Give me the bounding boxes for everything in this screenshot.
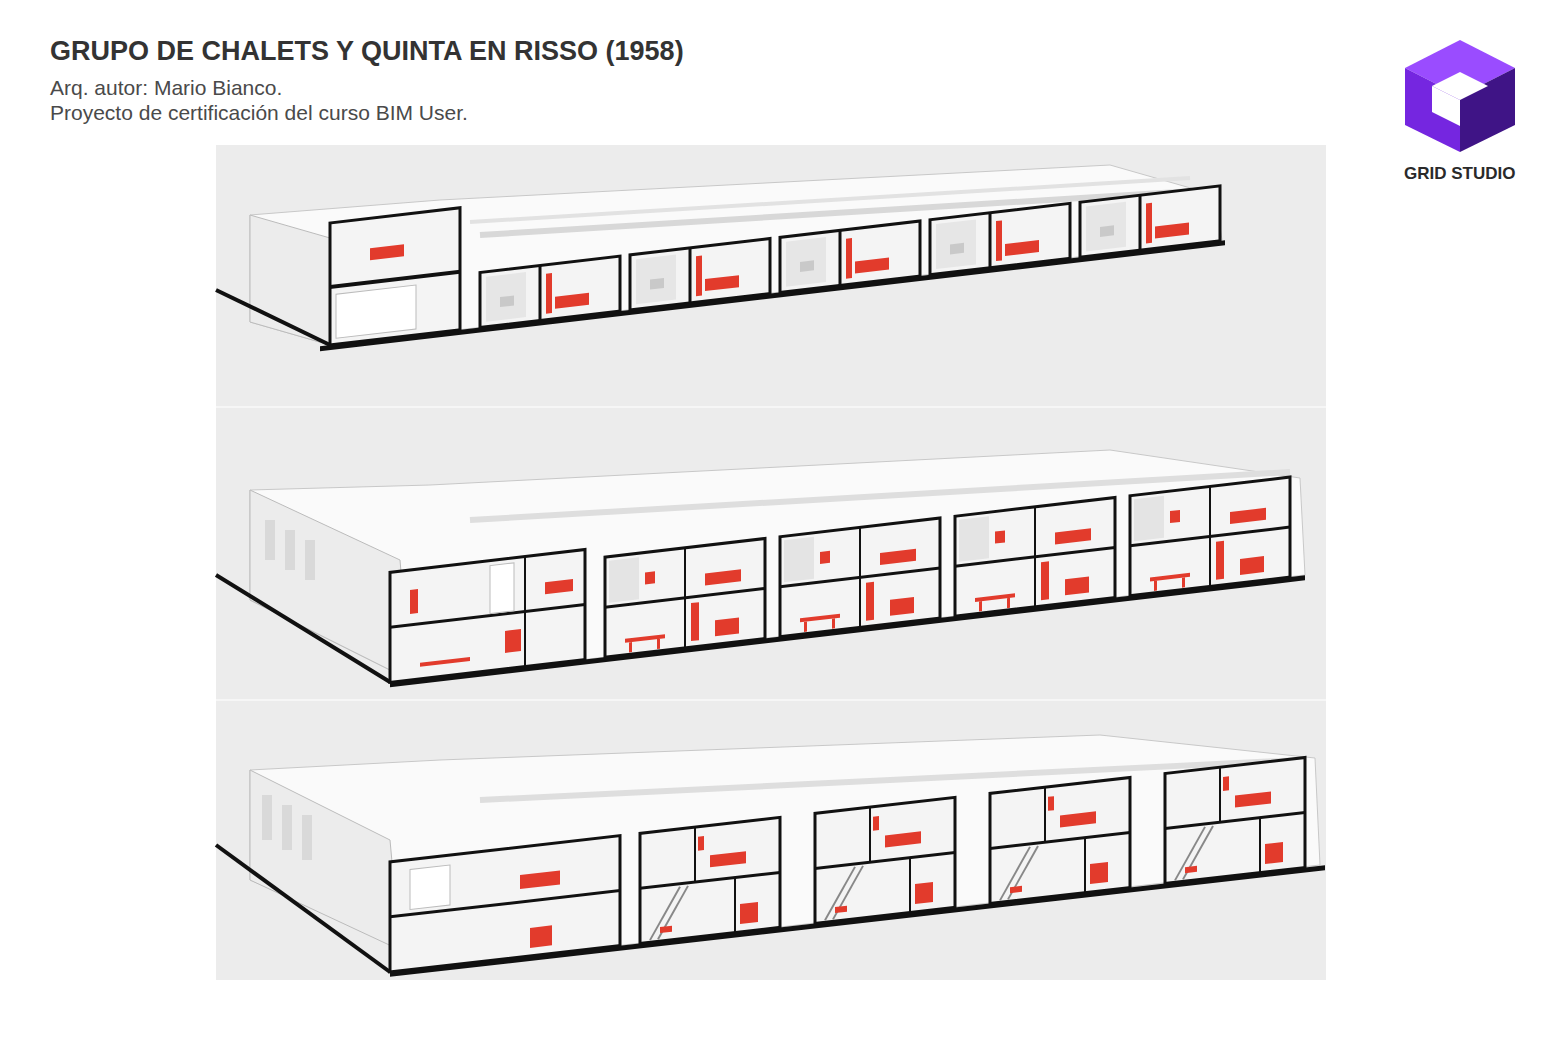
page-title: GRUPO DE CHALETS Y QUINTA EN RISSO (1958… (50, 36, 684, 67)
logo-cube (1405, 40, 1515, 152)
project-note: Proyecto de certificación del curso BIM … (50, 101, 468, 125)
logo-text: GRID STUDIO (1404, 164, 1515, 184)
author-note: Arq. autor: Mario Bianco. (50, 76, 282, 100)
